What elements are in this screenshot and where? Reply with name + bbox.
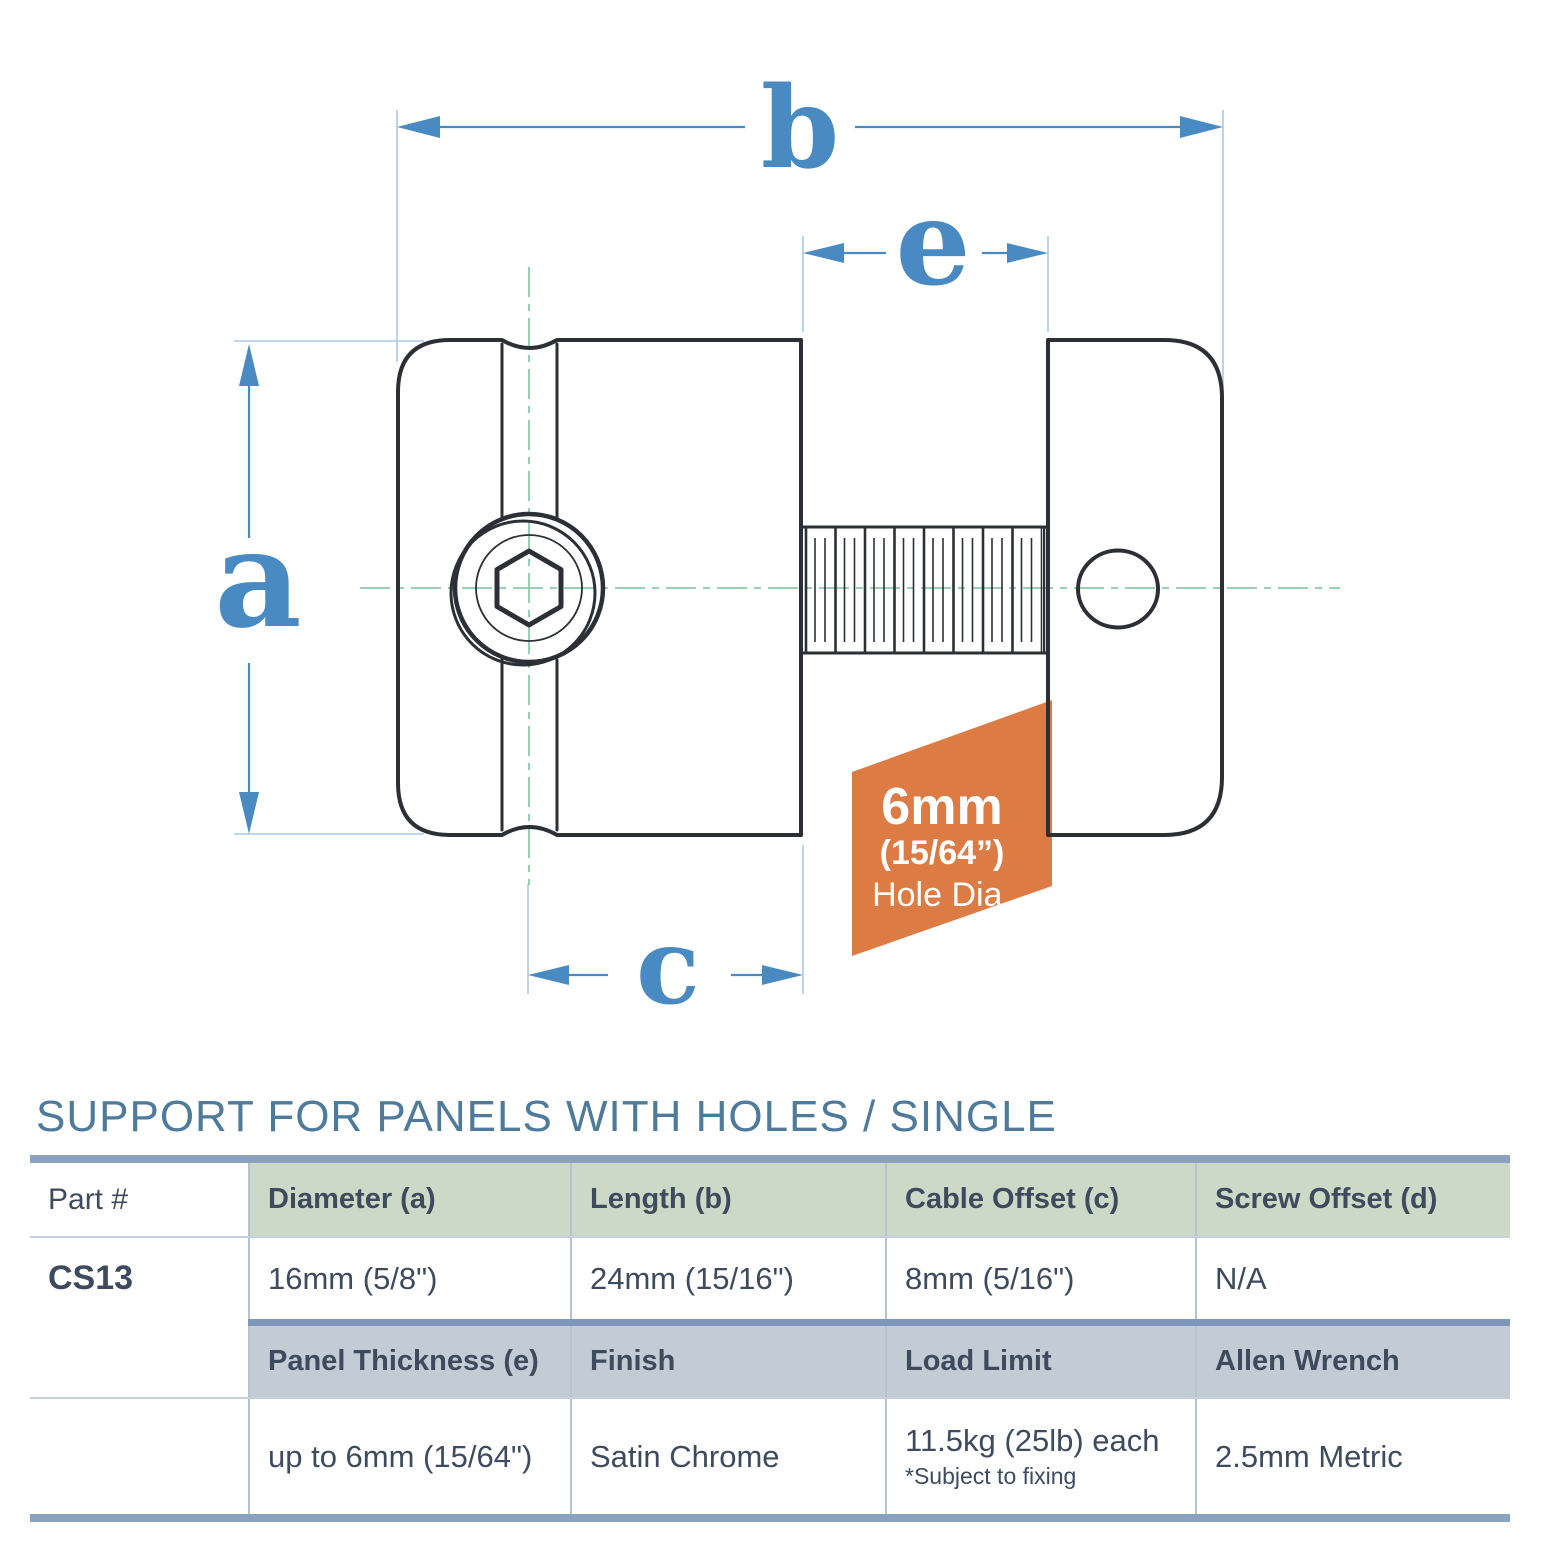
load-limit-value: 11.5kg (25lb) each xyxy=(905,1423,1160,1458)
badge-fraction-text: (15/64”) xyxy=(880,834,1005,872)
finish-value: Satin Chrome xyxy=(570,1399,885,1514)
header-diameter: Diameter (a) xyxy=(248,1163,570,1236)
header-allen-wrench: Allen Wrench xyxy=(1195,1326,1510,1397)
dimension-labels: b e a c xyxy=(214,63,970,1028)
screw-offset-value: N/A xyxy=(1195,1238,1510,1319)
load-limit-cell: 11.5kg (25lb) each *Subject to fixing xyxy=(885,1399,1195,1514)
table-header-row-2: Panel Thickness (e) Finish Load Limit Al… xyxy=(30,1326,1510,1399)
table-data-row-1: CS13 16mm (5/8") 24mm (15/16") 8mm (5/16… xyxy=(30,1238,1510,1319)
header-screw-offset: Screw Offset (d) xyxy=(1195,1163,1510,1236)
dim-label-b: b xyxy=(761,63,839,194)
spec-table: Part # Diameter (a) Length (b) Cable Off… xyxy=(30,1155,1510,1522)
cable-offset-value: 8mm (5/16") xyxy=(885,1238,1195,1319)
hex-socket-icon xyxy=(494,548,564,628)
header-finish: Finish xyxy=(570,1326,885,1397)
diameter-value: 16mm (5/8") xyxy=(248,1238,570,1319)
body-outline xyxy=(396,338,803,837)
dim-label-a: a xyxy=(214,499,301,658)
badge-caption-text: Hole Dia. xyxy=(872,876,1012,914)
badge-shape xyxy=(852,700,1052,956)
header-load-limit: Load Limit xyxy=(885,1326,1195,1397)
header-panel-thickness: Panel Thickness (e) xyxy=(248,1326,570,1397)
dimension-lines xyxy=(247,125,1182,977)
dim-label-c: c xyxy=(636,904,700,1028)
arrow-a-bottom-icon xyxy=(239,792,259,834)
load-limit-footnote: *Subject to fixing xyxy=(905,1463,1077,1489)
hole-dia-badge: 6mm (15/64”) Hole Dia. xyxy=(852,700,1052,956)
screw-inner-circle xyxy=(475,534,583,642)
header-length: Length (b) xyxy=(570,1163,885,1236)
part-outlines xyxy=(396,338,1224,837)
allen-wrench-value: 2.5mm Metric xyxy=(1195,1399,1510,1514)
technical-drawing: 6mm (15/64”) Hole Dia. b xyxy=(214,63,1340,1028)
table-bottom-bar xyxy=(30,1514,1510,1522)
table-data-row-2: up to 6mm (15/64") Satin Chrome 11.5kg (… xyxy=(30,1399,1510,1514)
header-cable-offset: Cable Offset (c) xyxy=(885,1163,1195,1236)
panel-thickness-value: up to 6mm (15/64") xyxy=(248,1399,570,1514)
arrow-e-left-icon xyxy=(803,243,844,263)
data-spacer xyxy=(30,1399,248,1514)
arrow-c-left-icon xyxy=(528,965,569,985)
arrow-e-right-icon xyxy=(1007,243,1048,263)
extension-lines xyxy=(234,110,1224,994)
part-number-value: CS13 xyxy=(30,1238,248,1319)
arrow-b-right-icon xyxy=(1180,116,1223,138)
screw-lip-circle xyxy=(449,519,597,667)
disc-outline xyxy=(1046,338,1224,837)
centerlines xyxy=(360,267,1340,885)
screw-outer-circle xyxy=(452,511,606,665)
cable-hole xyxy=(1076,548,1160,630)
dim-label-e: e xyxy=(895,173,970,312)
header-spacer xyxy=(30,1326,248,1397)
thread-hatching xyxy=(804,527,1042,653)
page-title: SUPPORT FOR PANELS WITH HOLES / SINGLE xyxy=(36,1092,1057,1141)
header-part-number: Part # xyxy=(30,1163,248,1236)
length-value: 24mm (15/16") xyxy=(570,1238,885,1319)
table-mid-bar xyxy=(248,1319,1510,1326)
table-top-bar xyxy=(30,1155,1510,1163)
badge-size-text: 6mm xyxy=(881,778,1002,836)
dimension-arrows xyxy=(239,116,1223,985)
table-header-row-1: Part # Diameter (a) Length (b) Cable Off… xyxy=(30,1163,1510,1238)
arrow-a-top-icon xyxy=(239,344,259,386)
arrow-c-right-icon xyxy=(762,965,803,985)
arrow-b-left-icon xyxy=(397,116,440,138)
